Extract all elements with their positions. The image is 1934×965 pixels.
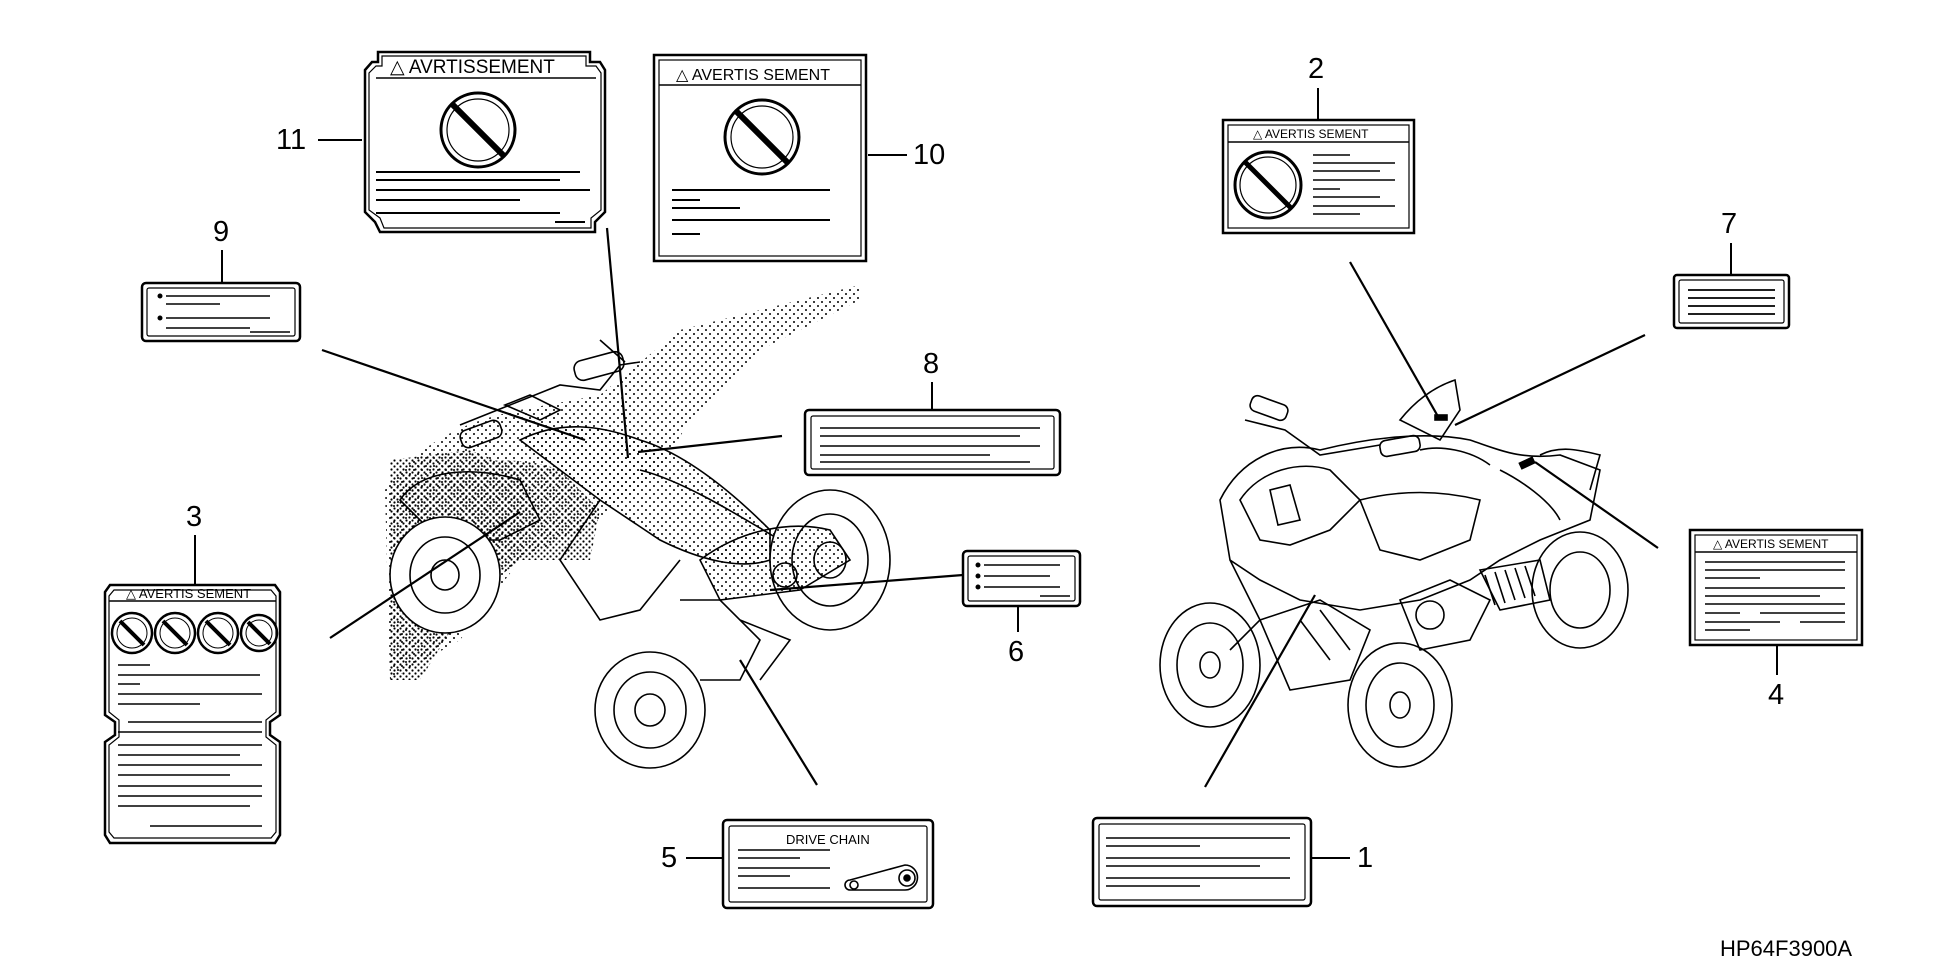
decal-8	[803, 408, 1062, 477]
decal-11-header: △ AVRTISSEMENT	[390, 57, 555, 78]
decal-9	[140, 281, 302, 343]
decal-2-header: △ AVERTIS SEMENT	[1253, 127, 1369, 141]
callout-3: 3	[186, 501, 203, 533]
callout-4: 4	[1768, 679, 1785, 711]
drive-chain-icon	[844, 864, 919, 891]
decal-10-header: △ AVERTIS SEMENT	[676, 67, 830, 84]
callout-9: 9	[213, 216, 230, 248]
decal-4	[1688, 528, 1864, 647]
atv-right	[1159, 378, 1629, 768]
callout-2: 2	[1308, 53, 1325, 85]
drive-chain-header: DRIVE CHAIN	[786, 832, 870, 847]
callout-7: 7	[1721, 208, 1738, 240]
callout-5: 5	[661, 842, 678, 874]
decal-6	[961, 549, 1082, 608]
callout-8: 8	[923, 348, 940, 380]
atv-left	[385, 285, 891, 769]
callout-1: 1	[1357, 842, 1374, 874]
callout-10: 10	[913, 139, 946, 171]
decal-2	[1221, 118, 1416, 235]
decal-7	[1672, 273, 1791, 330]
decal-11	[363, 50, 607, 234]
decal-5	[721, 818, 935, 910]
decal-3-header: △ AVERTIS SEMENT	[126, 586, 251, 601]
callout-6: 6	[1008, 636, 1025, 668]
leader-lines	[321, 227, 1659, 788]
callout-11: 11	[276, 124, 307, 156]
decal-4-header: △ AVERTIS SEMENT	[1713, 537, 1829, 551]
diagram-code: HP64F3900A	[1720, 936, 1853, 961]
decal-10	[652, 53, 868, 263]
decal-1	[1091, 816, 1313, 908]
decal-3	[103, 583, 282, 845]
callout-ticks	[194, 88, 1778, 859]
